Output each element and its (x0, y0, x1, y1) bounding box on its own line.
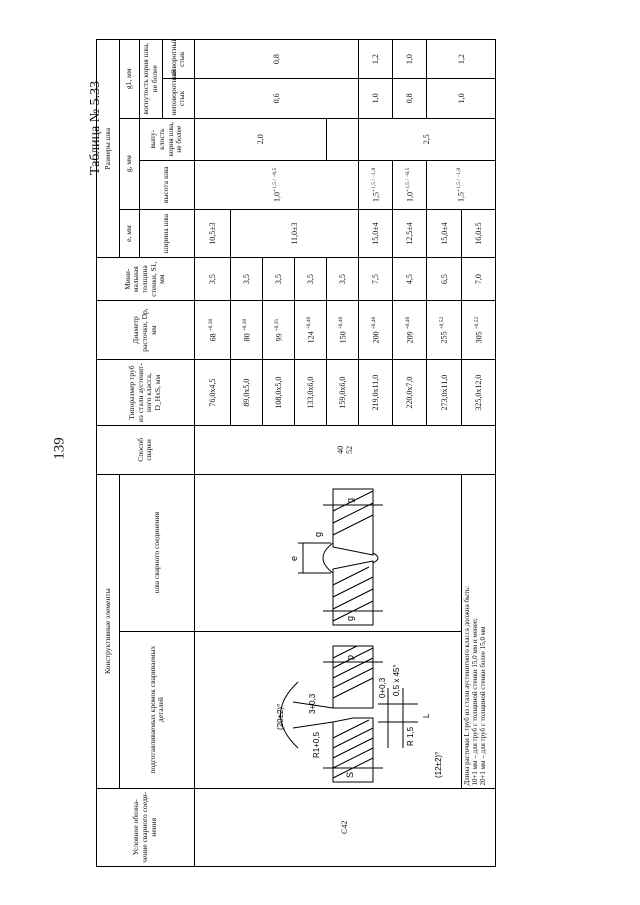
header-designation: Условное обозна-чение сварного соеди-нен… (96, 788, 195, 867)
label-g-left: g (345, 616, 355, 621)
convexity-cell: 2,0 (194, 118, 327, 161)
header-weld-seam: шва сварного соединения (119, 474, 195, 632)
header-seam-height: высота шва (139, 160, 195, 210)
designation-cell: С42 (194, 788, 496, 867)
method-2: 52 (344, 445, 354, 454)
header-method: Способ сварки (96, 425, 195, 475)
weld-seam-diagram: e g g g (194, 474, 462, 632)
dp-cell: 124 +0,40 (294, 300, 327, 360)
concavity-nonrot-cell: 0,6 (194, 78, 359, 119)
dp-cell: 200 +0,46 (358, 300, 393, 360)
label-r1: R1+0,5 (312, 731, 321, 758)
size-cell: 108,0x5,0 (262, 359, 295, 426)
size-cell: 219,0x11,0 (358, 359, 393, 426)
g-cell: 1,0+1,5 / −0,5 (194, 160, 359, 210)
dp-cell: 80 +0,30 (230, 300, 263, 360)
landscape-content: Условное обозна-чение сварного соеди-нен… (96, 39, 496, 867)
header-typesize: Типоразмер труб из стали аустенит-ного к… (96, 359, 195, 426)
dp-cell: 209 +0,46 (392, 300, 427, 360)
weld-table: Условное обозна-чение сварного соеди-нен… (96, 39, 496, 867)
label-dim-3: 3+0,3 (308, 693, 317, 714)
page-number: 139 (51, 437, 68, 460)
weld-seam-drawing: e g g g (289, 488, 383, 626)
header-constructive: Конструктивные элементы (96, 474, 120, 789)
g-cell: 1,5+1,5 / −1,0 (426, 160, 496, 210)
label-gap: 0+0,3 (378, 677, 387, 698)
footnote-cell: Длина расточки L труб из стали аустенитн… (461, 474, 496, 789)
size-cell: 325,0x12,0 (461, 359, 496, 426)
header-bore-diameter: Диаметр расточки, Dp, мм (96, 300, 195, 360)
size-cell: 76,0x4,5 (194, 359, 231, 426)
footnote-line-3: 20+1 мм – для труб с толщиной стенки бол… (478, 626, 487, 786)
size-cell: 220,0x7,0 (392, 359, 427, 426)
s1-cell: 3,5 (294, 257, 327, 301)
header-g: g, мм (119, 118, 140, 210)
size-cell: 133,0x6,0 (294, 359, 327, 426)
concavity-rot-cell: 1,2 (358, 39, 393, 79)
label-r15: R 1,5 (406, 726, 415, 746)
edge-prep-diagram: (20±2)° 3+0,3 R1+0,5 0,5 x 45° 0+0,3 R 1… (194, 631, 462, 789)
label-angle-bottom: (12±2)° (434, 751, 443, 777)
s1-cell: 3,5 (230, 257, 263, 301)
dp-cell: 255 +0,52 (426, 300, 462, 360)
convexity-empty-cell (326, 118, 359, 161)
label-g-right: g (345, 498, 355, 503)
e-cell: 15,0±4 (358, 209, 393, 258)
s1-cell: 7,5 (358, 257, 393, 301)
e-cell: 16,0±5 (461, 209, 496, 258)
e-group-cell: 11,0±3 (230, 209, 359, 258)
convexity-cell: 2,5 (358, 118, 496, 161)
concavity-rot-cell: 1,2 (426, 39, 496, 79)
s1-cell: 4,5 (392, 257, 427, 301)
concavity-nonrot-cell: 0,8 (392, 78, 427, 119)
header-non-rotary: неповоротный стык (162, 69, 195, 119)
header-prepared-edges: подготавливаемых кромок свариваемых дета… (119, 631, 195, 789)
e-cell: 15,0±4 (426, 209, 462, 258)
header-root-convexity: выпу-клость корня шва, не более (139, 118, 195, 161)
e-cell: 12,5±4 (392, 209, 427, 258)
label-p: р (345, 655, 355, 660)
size-cell: 159,0x6,0 (326, 359, 359, 426)
g-cell: 1,5+1,5 / −1,0 (358, 160, 393, 210)
concavity-nonrot-cell: 1,0 (426, 78, 496, 119)
label-chamfer: 0,5 x 45° (392, 664, 401, 696)
method-1: 40 (335, 445, 345, 454)
g-cell: 1,0+1,5 / −0,5 (392, 160, 427, 210)
header-e: e, мм (119, 209, 140, 258)
label-e: e (289, 556, 299, 561)
s1-cell: 3,5 (326, 257, 359, 301)
header-seam-width: ширина шва (139, 209, 195, 258)
e-cell: 10,5±3 (194, 209, 231, 258)
s1-cell: 6,5 (426, 257, 462, 301)
concavity-rot-cell: 0,8 (194, 39, 359, 79)
label-s: S (345, 772, 355, 778)
s1-cell: 3,5 (262, 257, 295, 301)
header-weld-dims: Размеры шва (96, 39, 120, 258)
concavity-rot-cell: 1,0 (392, 39, 427, 79)
s1-cell: 3,5 (194, 257, 231, 301)
dp-cell: 305 +0,52 (461, 300, 496, 360)
footnote-line-1: Длина расточки L труб из стали аустенитн… (462, 586, 471, 786)
dp-cell: 150 +0,40 (326, 300, 359, 360)
method-cell: 40 52 (194, 425, 496, 475)
header-root-concavity: вогнутость корня шва, не более (139, 39, 163, 119)
edge-prep-drawing: (20±2)° 3+0,3 R1+0,5 0,5 x 45° 0+0,3 R 1… (276, 645, 443, 783)
size-cell: 89,0x5,0 (230, 359, 263, 426)
label-l: L (422, 713, 431, 718)
label-angle-top: (20±2)° (276, 703, 285, 729)
header-rotary: поворотный стык (162, 39, 195, 79)
header-min-wall: Мини-мальная толщина стенки, S1, мм (96, 257, 195, 301)
s1-cell: 7,0 (461, 257, 496, 301)
size-cell: 273,0x11,0 (426, 359, 462, 426)
header-g1: g1, мм (119, 39, 140, 119)
rotated-table-sheet: Условное обозна-чение сварного соеди-нен… (96, 39, 496, 867)
dp-cell: 68 +0,30 (194, 300, 231, 360)
footnote-line-2: 10+1 мм – для труб с толщиной стенки 15,… (470, 618, 479, 786)
concavity-nonrot-cell: 1,0 (358, 78, 393, 119)
dp-cell: 99 +0,35 (262, 300, 295, 360)
label-g: g (313, 532, 323, 537)
